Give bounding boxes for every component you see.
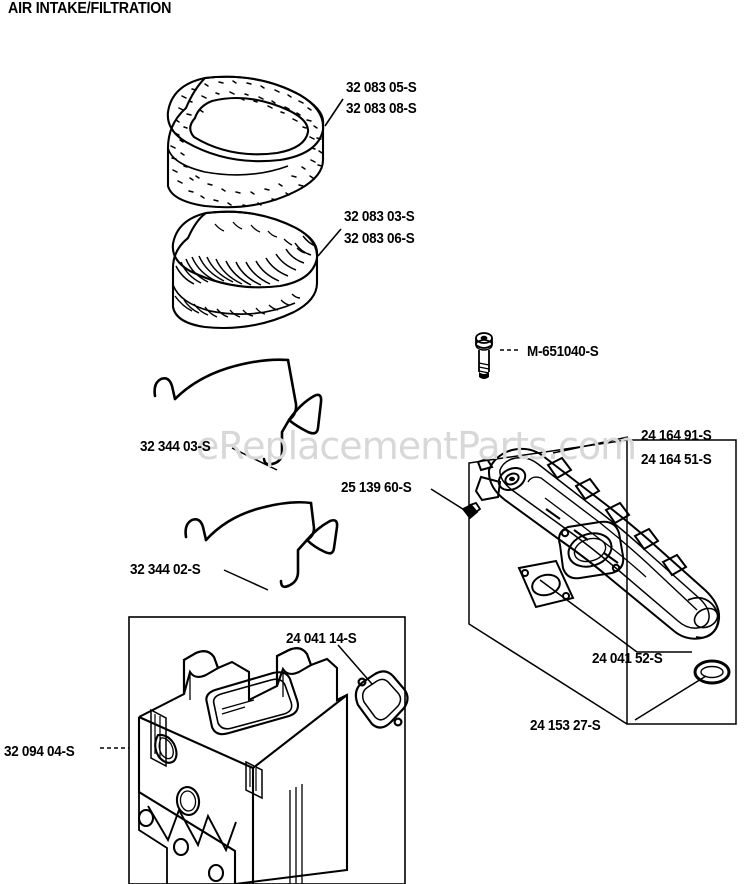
air-filter-element-illustration: [171, 210, 319, 330]
part-label-fitting: 25 139 60-S: [341, 480, 412, 496]
leader-manifold: [552, 436, 629, 454]
watermark: eReplacementParts.com: [196, 424, 637, 468]
part-label-retainer-upper: 32 344 03-S: [140, 439, 211, 455]
part-label-manifold-upper: 24 164 91-S: [641, 428, 712, 444]
part-label-precleaner-upper: 32 083 05-S: [346, 80, 417, 96]
part-label-filter-lower: 32 083 06-S: [344, 231, 415, 247]
part-label-air-cleaner-base: 32 094 04-S: [4, 744, 75, 760]
leader-filter-element: [317, 228, 342, 257]
leader-housing-gasket: [337, 644, 373, 685]
o-ring-inner: [700, 665, 724, 679]
bolt-illustration: [475, 332, 493, 379]
leader-o-ring: [634, 675, 707, 721]
wire-retainer-upper-illustration: [153, 358, 323, 466]
part-label-retainer-lower: 32 344 02-S: [130, 562, 201, 578]
manifold-fitting-illustration: [461, 501, 482, 520]
part-label-manifold-lower: 24 164 51-S: [641, 452, 712, 468]
leader-manifold-gasket: [539, 579, 692, 653]
part-label-precleaner-lower: 32 083 08-S: [346, 101, 417, 117]
wire-retainer-lower-illustration: [184, 500, 339, 589]
precleaner-texture: [170, 80, 323, 207]
o-ring-illustration: [693, 659, 731, 685]
part-label-filter-upper: 32 083 03-S: [344, 209, 415, 225]
leader-precleaner: [324, 98, 344, 127]
part-label-housing-gasket: 24 041 14-S: [286, 631, 357, 647]
part-label-manifold-gasket: 24 041 52-S: [592, 651, 663, 667]
intake-manifold-illustration: [474, 447, 721, 640]
part-label-o-ring: 24 153 27-S: [530, 718, 601, 734]
precleaner-foam-illustration: [166, 75, 325, 209]
leader-retainer-lower: [223, 569, 269, 591]
page-title: AIR INTAKE/FILTRATION: [8, 0, 172, 17]
part-label-bolt: M-651040-S: [527, 344, 599, 360]
leader-retainer-upper: [231, 447, 278, 471]
housing-gasket-illustration: [354, 670, 409, 729]
air-cleaner-bounding-box: [128, 616, 406, 884]
manifold-bounding-box: [468, 439, 737, 725]
air-cleaner-base-illustration: [137, 647, 349, 884]
leader-fitting: [430, 488, 467, 512]
